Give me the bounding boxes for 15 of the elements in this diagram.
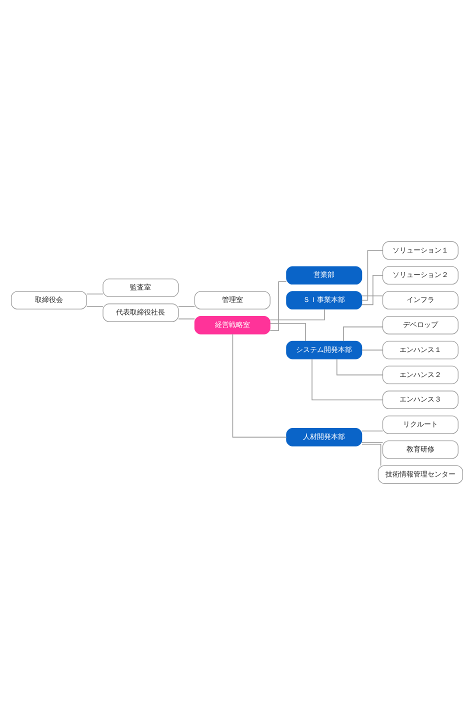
connector xyxy=(336,358,383,376)
connector xyxy=(178,318,196,320)
connector xyxy=(362,444,382,466)
connector xyxy=(86,306,104,307)
connector xyxy=(270,281,287,331)
connector xyxy=(270,323,306,342)
connector xyxy=(361,274,383,306)
connector xyxy=(343,326,384,342)
connector xyxy=(178,306,196,307)
connector xyxy=(312,358,383,400)
connector xyxy=(361,250,384,301)
connector xyxy=(232,334,287,438)
connector xyxy=(362,442,384,443)
connector xyxy=(362,430,384,432)
connector xyxy=(362,295,384,296)
